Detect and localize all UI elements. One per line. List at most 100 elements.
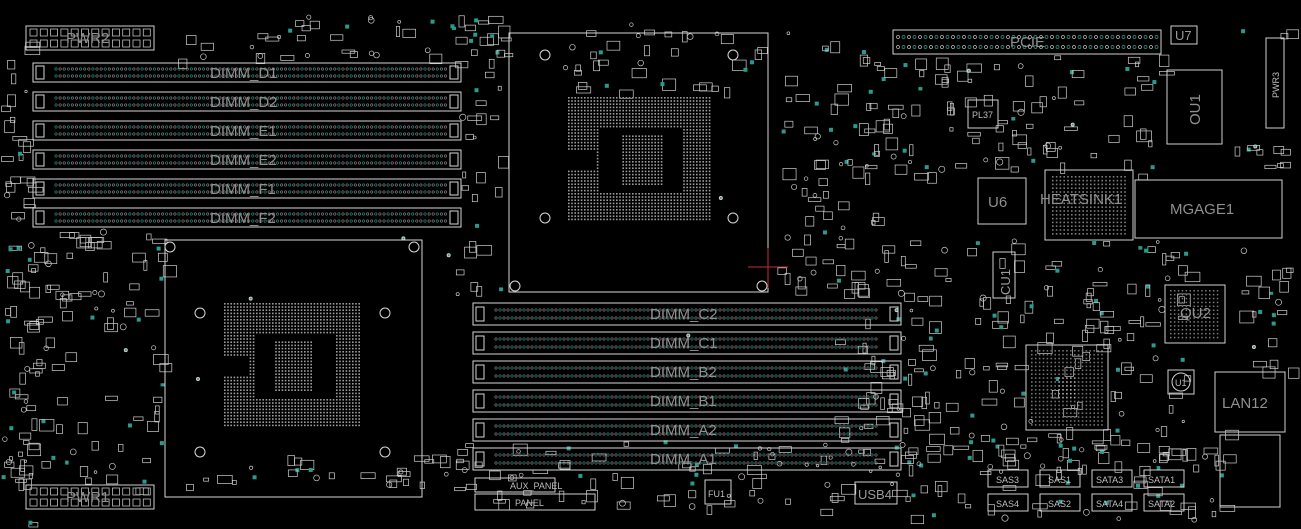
usb4-label: USB4 (858, 487, 892, 502)
sata1-label: SATA1 (1148, 475, 1175, 485)
cpu-bottom-pin-array (224, 303, 360, 427)
cu1-chip[interactable]: CU1 (992, 251, 1016, 299)
dimm-pins (54, 154, 447, 165)
dimm-slot-dimm-e1[interactable]: DIMM_E1 (32, 120, 462, 141)
chipset-bga[interactable] (1025, 344, 1109, 431)
cu1-label: CU1 (998, 269, 1013, 295)
dimm-label: DIMM_E1 (210, 123, 277, 140)
sata2-port[interactable]: SATA2 (1143, 493, 1185, 512)
dimm-slot-dimm-e2[interactable]: DIMM_E2 (32, 149, 462, 170)
sas2-port[interactable]: SAS2 (1039, 493, 1081, 512)
dimm-pins (54, 96, 447, 107)
dimm-pins (494, 395, 878, 407)
dimm-slot-dimm-a1[interactable]: DIMM_A1 (472, 447, 902, 471)
dimm-label: DIMM_F1 (210, 181, 276, 198)
dimm-pins (54, 125, 447, 136)
dimm-slot-dimm-f2[interactable]: DIMM_F2 (32, 207, 462, 228)
pwr2-connector[interactable]: PWR2 (25, 25, 155, 51)
dimm-pins (54, 212, 447, 223)
pwr2-pins (29, 28, 151, 48)
qu2-pin-grid (1170, 290, 1219, 339)
pwr3-connector[interactable]: PWR3 (1265, 37, 1285, 129)
sata3-label: SATA3 (1096, 475, 1123, 485)
panel-label: PANEL (515, 498, 544, 508)
sas4-label: SAS4 (996, 499, 1019, 509)
pwr1-pins (29, 487, 151, 507)
dimm-pins (54, 67, 447, 78)
dimm-label: DIMM_C1 (650, 335, 718, 352)
pwr1-label: PWR1 (66, 489, 109, 506)
pwr3-label: PWR3 (1271, 72, 1281, 98)
aux-panel-header[interactable]: AUX_PANEL (474, 477, 562, 493)
pwr1-connector[interactable]: PWR1 (25, 484, 155, 510)
dimm-pins (54, 183, 447, 194)
u6-chip[interactable]: U6 (977, 177, 1027, 225)
qu2-chip[interactable]: QU2 (1164, 284, 1226, 344)
dimm-slot-dimm-c2[interactable]: DIMM_C2 (472, 302, 902, 326)
dimm-slot-dimm-b2[interactable]: DIMM_B2 (472, 360, 902, 384)
mgage-label: MGAGE1 (1170, 201, 1234, 218)
lan-label: LAN12 (1222, 395, 1268, 412)
dimm-label: DIMM_B2 (650, 364, 717, 381)
aux-panel-label: AUX_PANEL (510, 481, 562, 491)
dimm-label: DIMM_C2 (650, 306, 718, 323)
dimm-pins (494, 366, 878, 378)
dimm-label: DIMM_F2 (210, 210, 276, 227)
dimm-label: DIMM_B1 (650, 393, 717, 410)
dimm-slot-dimm-d2[interactable]: DIMM_D2 (32, 91, 462, 112)
sas4-port[interactable]: SAS4 (987, 493, 1029, 512)
dimm-slot-dimm-f1[interactable]: DIMM_F1 (32, 178, 462, 199)
dimm-label: DIMM_A2 (650, 422, 717, 439)
sas3-port[interactable]: SAS3 (987, 469, 1029, 488)
heatsink-label: HEATSINK1 (1040, 191, 1122, 208)
sata4-port[interactable]: SATA4 (1091, 493, 1133, 512)
component-scatter (1, 14, 1300, 528)
sas1-port[interactable]: SAS1 (1039, 469, 1081, 488)
usb4-header[interactable]: USB4 (854, 481, 898, 505)
sas2-label: SAS2 (1048, 499, 1071, 509)
chipset-ball-grid (1031, 350, 1103, 426)
crosshair-cursor-icon (748, 248, 788, 288)
lan-connector[interactable]: LAN12 (1214, 371, 1286, 508)
dimm-label: DIMM_D1 (210, 65, 278, 82)
pcie-label: PCIE (1010, 34, 1045, 51)
u7-label: U7 (1175, 28, 1192, 43)
sata2-label: SATA2 (1148, 499, 1175, 509)
heatsink-pin-grid (1052, 176, 1126, 235)
pl37-inductor[interactable]: PL37 (967, 99, 999, 129)
dimm-pins (494, 424, 878, 436)
sata1-port[interactable]: SATA1 (1143, 469, 1185, 488)
pcie-pins (896, 35, 1159, 49)
u7-chip[interactable]: U7 (1170, 25, 1198, 45)
cpu-socket-top[interactable] (508, 32, 769, 293)
fu1-label: FU1 (708, 489, 725, 499)
dimm-pins (494, 337, 878, 349)
u6-label: U6 (988, 194, 1007, 211)
pcie-connector[interactable]: PCIE (892, 29, 1162, 55)
ou1-label: OU1 (1187, 94, 1204, 125)
cpu-socket-bottom[interactable] (164, 239, 423, 498)
fu1-fuse[interactable]: FU1 (704, 479, 732, 505)
dimm-label: DIMM_E2 (210, 152, 277, 169)
mgage1-connector[interactable]: MGAGE1 (1134, 179, 1283, 239)
dimm-slot-dimm-a2[interactable]: DIMM_A2 (472, 418, 902, 442)
pwr2-label: PWR2 (66, 30, 109, 47)
u1-label: U1 (1175, 378, 1187, 388)
dimm-label: DIMM_D2 (210, 94, 278, 111)
dimm-slot-dimm-b1[interactable]: DIMM_B1 (472, 389, 902, 413)
heatsink-area[interactable]: HEATSINK1 (1040, 169, 1134, 241)
sas3-label: SAS3 (996, 475, 1019, 485)
dimm-pins (494, 453, 878, 465)
sata4-label: SATA4 (1096, 499, 1123, 509)
dimm-slot-dimm-c1[interactable]: DIMM_C1 (472, 331, 902, 355)
sata3-port[interactable]: SATA3 (1091, 469, 1133, 488)
dimm-slot-dimm-d1[interactable]: DIMM_D1 (32, 62, 462, 83)
ou1-chip[interactable]: OU1 (1166, 69, 1223, 145)
dimm-center-bank: DIMM_C2DIMM_C1DIMM_B2DIMM_B1DIMM_A2DIMM_… (472, 302, 902, 471)
panel-header[interactable]: PANEL (474, 493, 596, 511)
cpu-top-pin-array (568, 97, 711, 221)
qu2-label: QU2 (1180, 305, 1211, 322)
u1-chip[interactable]: U1 (1167, 369, 1195, 395)
dimm-label: DIMM_A1 (650, 451, 717, 468)
